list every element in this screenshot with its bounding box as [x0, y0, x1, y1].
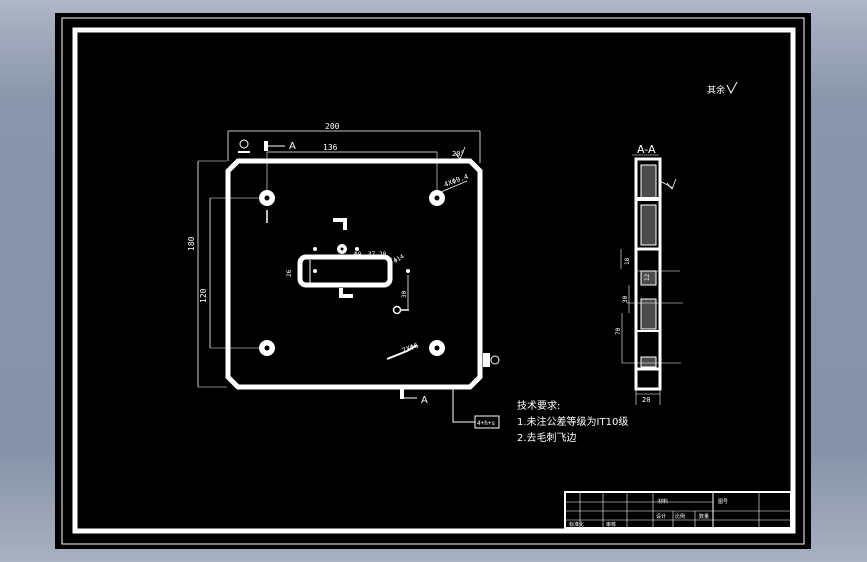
section-dim-4: 70: [615, 327, 622, 335]
slot-dim-3: 20: [379, 251, 387, 258]
datum-symbol-top: [239, 139, 249, 149]
center-slot: [297, 254, 393, 288]
section-dim-5: 20: [642, 396, 650, 404]
dim-text-120: 120: [199, 288, 208, 303]
section-hatch-1: [640, 164, 657, 200]
plate-view: 200 136 20° A 180: [187, 122, 500, 429]
tb-cell-scale: 比例: [675, 513, 685, 520]
hole-callout-top: 4XΦ9.4: [443, 173, 470, 189]
section-marker-top-label: A: [289, 141, 296, 152]
section-title: A-A: [637, 143, 656, 156]
alignment-mark-top: [333, 218, 347, 230]
section-view: A-A 18 12 30: [615, 143, 683, 405]
section-hatch-4: [640, 298, 657, 330]
datum-symbol-right: [483, 353, 490, 367]
drawing-canvas[interactable]: 其余 200 136 20°: [55, 13, 811, 549]
section-marker-bottom: [400, 389, 404, 399]
section-marker-top: [264, 141, 268, 151]
tb-cell-drawing-no: 图号: [718, 499, 728, 505]
roughness-symbol: [726, 81, 738, 95]
slot-height-dim: 26: [286, 269, 293, 277]
frame-tag-box: [474, 415, 500, 429]
notes-heading: 技术要求:: [517, 399, 560, 412]
sheet-border-inner: [72, 27, 796, 534]
hole-callout-bottom: 2XΦ6: [401, 342, 420, 355]
section-dim-2: 12: [644, 273, 651, 281]
section-dim-3: 30: [622, 295, 629, 303]
title-block-frame: [564, 491, 792, 529]
small-vertical-dim: 30: [401, 290, 408, 298]
title-block: 材料 设计 比例 标准化 审核 数量 图号: [564, 491, 792, 529]
tb-cell-standard: 标准化: [569, 521, 584, 528]
roughness-note: 其余: [707, 84, 725, 96]
sheet-border-outer: [61, 17, 805, 545]
frame-tag: 4+h+s: [477, 420, 495, 427]
chamfer-label: 20°: [452, 150, 465, 158]
slot-callout: Φ14: [393, 253, 406, 265]
tb-cell-designer: 设计: [656, 513, 666, 520]
plate-outline: [225, 158, 483, 390]
tb-cell-review: 审核: [606, 521, 616, 528]
dim-text-180: 180: [187, 236, 196, 251]
technical-notes: 技术要求: 1.未注公差等级为IT10级 2.去毛刺飞边: [517, 399, 628, 444]
slot-dim-1: Φ9: [354, 251, 362, 258]
small-hole: [392, 305, 402, 315]
section-hatch-5: [640, 356, 657, 368]
dim-text-200: 200: [325, 122, 340, 131]
alignment-mark-bottom: [339, 288, 353, 298]
tb-cell-qty: 数量: [699, 513, 709, 520]
note-item-1: 1.未注公差等级为IT10级: [517, 415, 628, 428]
note-item-2: 2.去毛刺飞边: [517, 432, 577, 444]
dim-text-136: 136: [323, 143, 338, 152]
slot-dim-2: 37: [368, 251, 376, 258]
section-outline: [634, 157, 662, 391]
section-marker-bottom-label: A: [421, 395, 428, 406]
drawing-sheet: 其余 200 136 20°: [61, 17, 805, 545]
tb-cell-material: 材料: [658, 498, 668, 505]
section-hatch-2: [640, 204, 657, 246]
section-dim-1: 18: [624, 257, 631, 265]
